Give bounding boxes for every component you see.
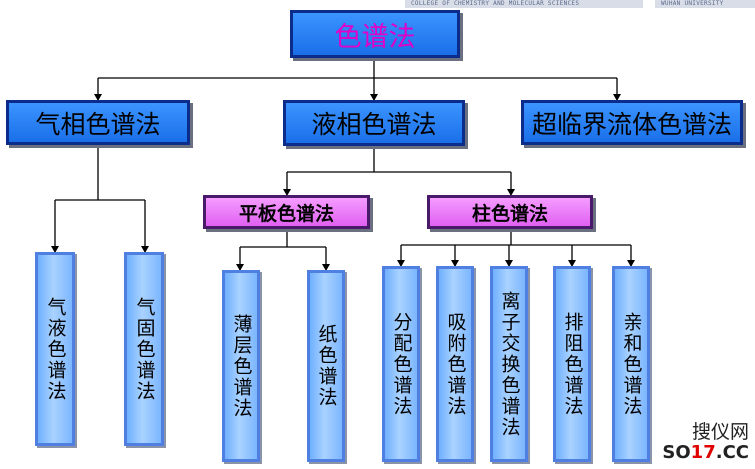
thin-layer-label: 薄层色谱法 xyxy=(230,313,253,419)
gas-liquid-label: 气液色谱法 xyxy=(44,296,67,402)
affinity-label: 亲和色谱法 xyxy=(620,311,643,417)
leaf-ion-exchange: 离子交换色谱法 xyxy=(490,266,528,462)
leaf-gas-liquid: 气液色谱法 xyxy=(35,252,75,446)
watermark-cc: .CC xyxy=(715,442,749,463)
root-node: 色谱法 xyxy=(290,10,460,58)
partition-label: 分配色谱法 xyxy=(390,311,413,417)
watermark-so: SO xyxy=(662,442,691,463)
size-exclusion-label: 排阻色谱法 xyxy=(561,311,584,417)
watermark-line2: SO17.CC xyxy=(662,443,749,463)
header-banner-left: COLLEGE OF CHEMISTRY AND MOLECULAR SCIEN… xyxy=(405,0,643,8)
column-chromatography-label: 柱色谱法 xyxy=(471,202,548,225)
leaf-gas-solid: 气固色谱法 xyxy=(124,252,164,446)
node-planar-chromatography: 平板色谱法 xyxy=(203,195,370,229)
leaf-adsorption: 吸附色谱法 xyxy=(436,266,474,462)
watermark-line1: 搜仪网 xyxy=(691,421,749,443)
liquid-chromatography-label: 液相色谱法 xyxy=(311,110,437,139)
leaf-thin-layer: 薄层色谱法 xyxy=(222,270,260,462)
gas-solid-label: 气固色谱法 xyxy=(133,296,156,402)
paper-label: 纸色谱法 xyxy=(315,324,338,408)
node-supercritical-fluid-chromatography: 超临界流体色谱法 xyxy=(521,100,743,145)
planar-chromatography-label: 平板色谱法 xyxy=(238,202,334,225)
leaf-affinity: 亲和色谱法 xyxy=(612,266,650,462)
supercritical-fluid-chromatography-label: 超临界流体色谱法 xyxy=(531,109,732,139)
node-liquid-chromatography: 液相色谱法 xyxy=(283,100,465,146)
node-gas-chromatography: 气相色谱法 xyxy=(6,100,190,145)
site-watermark: 搜仪网 SO17.CC xyxy=(662,421,749,463)
college-name: COLLEGE OF CHEMISTRY AND MOLECULAR SCIEN… xyxy=(411,0,580,7)
header-banner-right: WUHAN UNIVERSITY xyxy=(655,0,755,8)
gas-chromatography-label: 气相色谱法 xyxy=(35,109,161,139)
watermark-17: 17 xyxy=(690,442,716,463)
leaf-size-exclusion: 排阻色谱法 xyxy=(553,266,591,462)
university-name: WUHAN UNIVERSITY xyxy=(661,0,724,7)
node-column-chromatography: 柱色谱法 xyxy=(427,195,593,229)
root-label: 色谱法 xyxy=(334,21,416,53)
adsorption-label: 吸附色谱法 xyxy=(444,311,467,417)
leaf-paper: 纸色谱法 xyxy=(307,270,345,462)
leaf-partition: 分配色谱法 xyxy=(382,266,420,462)
ion-exchange-label: 离子交换色谱法 xyxy=(498,290,521,438)
